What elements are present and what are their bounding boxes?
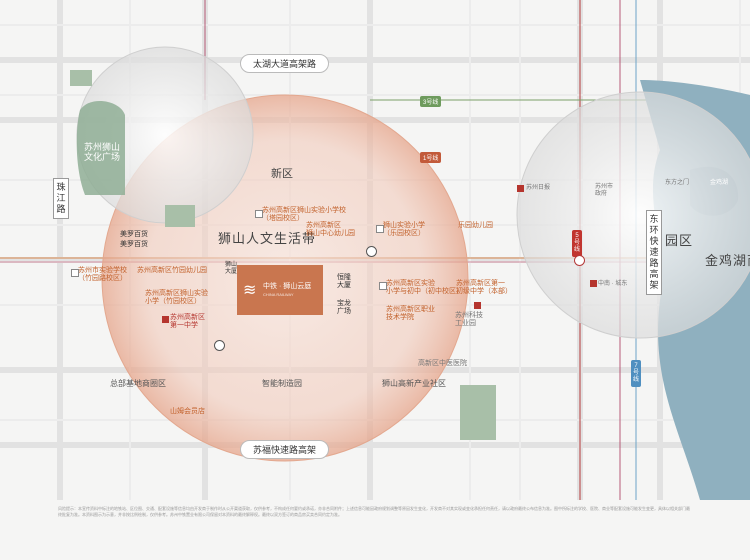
- district-shishan-industry: 狮山高新产业社区: [382, 379, 446, 388]
- district-xinqu: 新区: [271, 168, 293, 180]
- school-6: 苏州高新区狮山实验 小学（竹园校区）: [145, 290, 208, 306]
- metro-station-icon: [366, 246, 377, 257]
- north-expressway-label: 太湖大道高架路: [240, 54, 330, 73]
- poi-suzhou-gov: 苏州市 政府: [595, 184, 614, 197]
- poi-hengdian: 恒隆 大厦: [337, 274, 351, 289]
- poi-meirao: 美罗百货: [120, 231, 148, 238]
- school-1: 苏州高新区 狮山中心幼儿园: [306, 222, 355, 238]
- school-icon: [255, 210, 263, 218]
- project-title: 中铁 · 狮山云庭: [263, 283, 312, 290]
- poi-jinjihu-plaza: 金鸡湖: [710, 180, 729, 186]
- metro-station-icon: [214, 340, 225, 351]
- school-9: 苏州高新区第一 初级中学（本部）: [456, 280, 512, 296]
- project-marker[interactable]: ≋ 中铁 · 狮山云庭 CHINA RAILWAY: [237, 265, 323, 315]
- school-icon: [379, 282, 387, 290]
- east-ring-label: 东环快速路高架: [646, 210, 662, 295]
- school-0: 苏州高新区狮山实验小学校 （塔园校区）: [262, 207, 346, 223]
- district-yuanqu: 园区: [665, 233, 694, 248]
- metro-line5-badge: 5号线: [572, 230, 582, 257]
- school-11: 山姆会员店: [170, 408, 205, 415]
- school-icon: [376, 225, 384, 233]
- metro-station-icon: [574, 255, 585, 266]
- school-highlight-icon: [162, 316, 169, 323]
- district-hq: 总部基地商圈区: [110, 379, 166, 388]
- project-logo-icon: ≋: [243, 282, 257, 299]
- district-jinjihu: 金鸡湖商: [705, 253, 750, 268]
- district-smart-mfg: 智能制造园: [262, 379, 302, 388]
- poi-tech: 苏州科技 工业园: [455, 312, 483, 327]
- poi-chengdong: 中南 · 城东: [598, 281, 628, 287]
- poi-jincheng: 苏州日报: [526, 185, 551, 191]
- poi-laosangu: 狮山 大厦: [225, 262, 238, 275]
- poi-red-icon: [590, 280, 597, 287]
- poi-baoshen: 宝龙 广场: [337, 300, 351, 315]
- poi-hospital: 高新区中医医院: [418, 360, 467, 367]
- school-5: 苏州高新区竹园幼儿园: [137, 267, 207, 274]
- project-subtitle: CHINA RAILWAY: [263, 292, 294, 297]
- school-7: 苏州高新区 第一中学: [170, 314, 205, 330]
- metro-line7-badge: 7号线: [631, 360, 641, 387]
- school-2: 狮山实验小学 （乐园校区）: [383, 222, 425, 238]
- school-4: 苏州市实验学校 （竹园路校区）: [78, 267, 127, 283]
- poi-red-icon: [517, 185, 524, 192]
- hospital-icon: [474, 302, 481, 309]
- legal-disclaimer: 风险提示：本宣传资料中标注的地铁站、区位图、交通、配套设施等信息均由开发商于制作…: [58, 506, 690, 517]
- school-8: 苏州高新区实验 小学与初中（初中校区）: [386, 280, 463, 296]
- south-expressway-label: 苏福快速路高架: [240, 440, 330, 459]
- poi-dongfang: 东方之门: [665, 180, 690, 186]
- metro-line3-badge: 3号线: [420, 96, 442, 107]
- metro-line1-badge: 1号线: [420, 152, 442, 163]
- school-icon: [71, 269, 79, 277]
- district-shishan-belt: 狮山人文生活带: [218, 231, 317, 246]
- zhujiang-road-label: 珠江路: [53, 178, 69, 219]
- poi-meituo: 美罗百货: [120, 241, 148, 248]
- school-10: 苏州高新区职业 技术学院: [386, 306, 435, 322]
- park-wenhua: 苏州狮山 文化广场: [84, 142, 121, 162]
- school-3: 乐园幼儿园: [458, 222, 493, 229]
